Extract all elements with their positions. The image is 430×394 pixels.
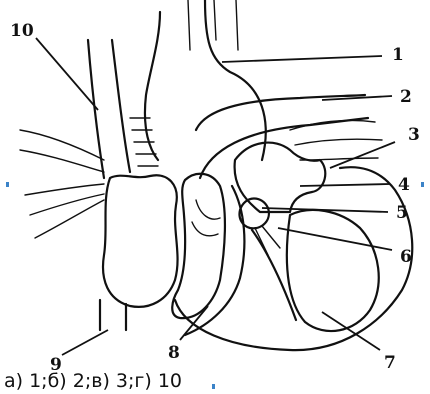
leader-line-1 bbox=[222, 56, 382, 62]
label-6: 6 bbox=[400, 247, 412, 267]
label-5: 5 bbox=[396, 203, 408, 223]
edge-marker-bottom bbox=[212, 384, 215, 389]
edge-marker-right bbox=[421, 182, 424, 187]
inferior-vena-cava bbox=[100, 300, 126, 330]
label-7: 7 bbox=[384, 353, 396, 373]
superior-vena-cava bbox=[88, 40, 130, 178]
left-atrium bbox=[235, 143, 326, 212]
leader-line-3 bbox=[330, 142, 395, 168]
leader-line-6 bbox=[278, 228, 392, 250]
right-pulmonary-vessels bbox=[20, 130, 104, 238]
label-3: 3 bbox=[408, 125, 420, 145]
label-8: 8 bbox=[168, 343, 180, 363]
vessel-rings bbox=[130, 118, 158, 166]
pulmonary-veins bbox=[290, 120, 382, 160]
aorta bbox=[145, 0, 266, 160]
right-atrium bbox=[103, 175, 178, 307]
answer-options: а) 1;б) 2;в) 3;г) 10 bbox=[4, 368, 182, 394]
label-10: 10 bbox=[10, 21, 34, 41]
label-1: 1 bbox=[392, 45, 404, 65]
left-ventricle bbox=[287, 210, 379, 331]
leader-line-9 bbox=[62, 330, 108, 355]
label-4: 4 bbox=[398, 175, 410, 195]
edge-marker-left bbox=[6, 182, 9, 187]
right-ventricle bbox=[172, 174, 225, 318]
pulmonary-trunk bbox=[196, 95, 368, 178]
aorta-branches bbox=[188, 0, 238, 50]
label-2: 2 bbox=[400, 87, 412, 107]
leader-line-4 bbox=[300, 184, 390, 186]
tricuspid-valve bbox=[192, 200, 220, 236]
leader-line-8 bbox=[180, 306, 208, 340]
